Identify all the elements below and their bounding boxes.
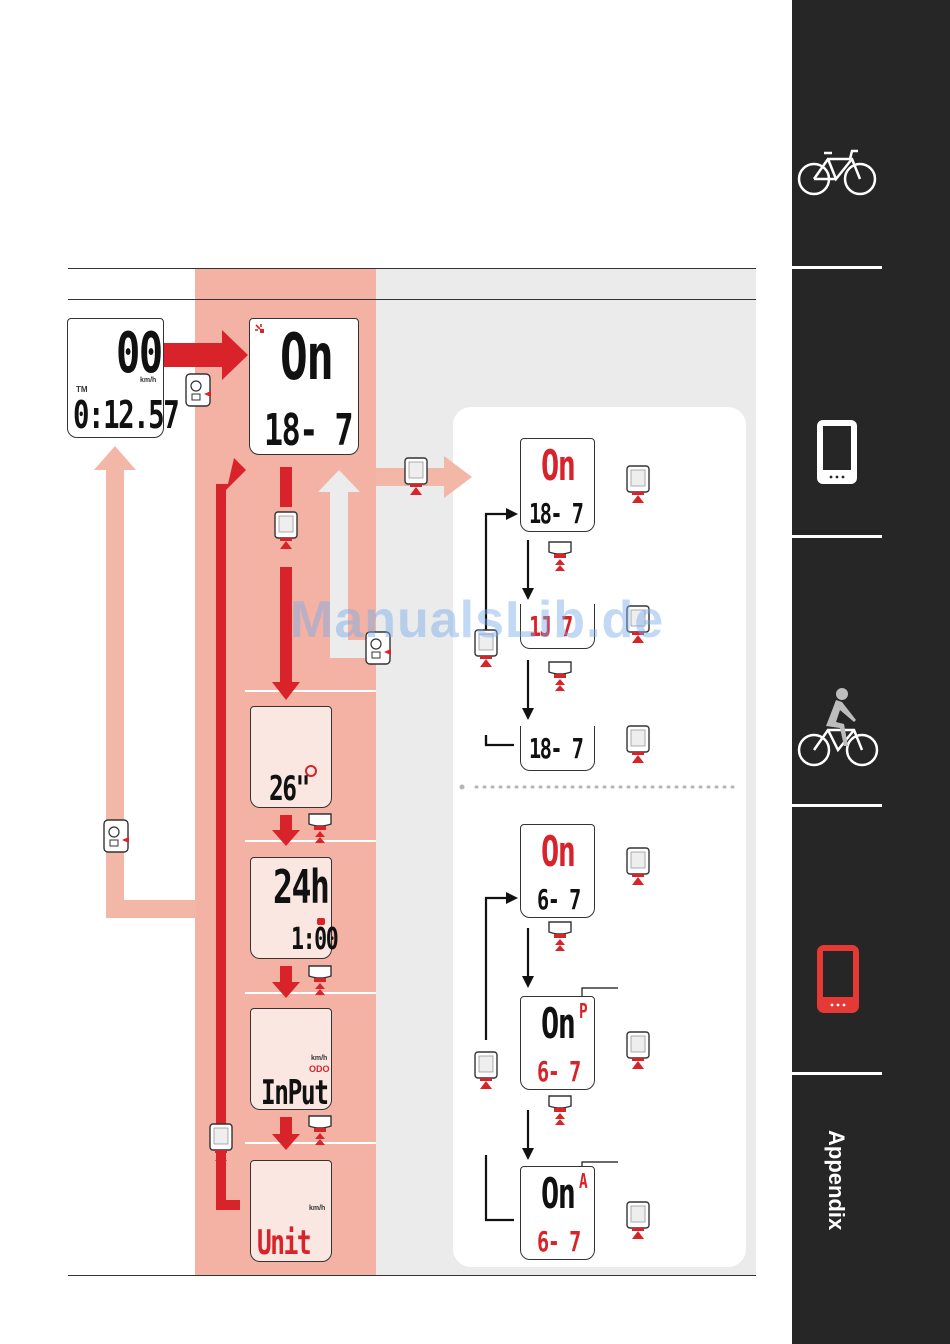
button-press-icon: [546, 660, 574, 700]
speed-unit: km/h: [140, 377, 156, 384]
main-speed-display: 00 km/h TM 0:12.57: [67, 318, 164, 438]
red-computer-unit-icon: [815, 943, 861, 1017]
button-press-icon: [402, 456, 430, 496]
button-press-icon: [306, 1114, 334, 1154]
arrow-step: [272, 966, 300, 998]
flow-arrows: [0, 0, 792, 1344]
seq-bottom-2-on: On: [541, 999, 575, 1048]
wheel-size-display: 26": [250, 706, 332, 808]
seq-bottom-display-2: On P 6- 7: [520, 996, 595, 1090]
button-press-icon: [306, 964, 334, 1004]
button-press-icon: [624, 1030, 652, 1070]
button-press-icon: [272, 510, 300, 550]
button-press-icon: [624, 1200, 652, 1240]
sidebar-divider: [792, 804, 882, 807]
seq-bottom-3-suffix: A: [579, 1169, 586, 1193]
seq-bottom-2-date: 6- 7: [537, 1055, 580, 1088]
button-press-icon: [624, 846, 652, 886]
computer-unit-icon: [815, 418, 859, 488]
appendix-tab-label: Appendix: [796, 1120, 876, 1240]
seq-bottom-1-date: 6- 7: [537, 883, 580, 916]
unit-display: km/h Unit: [250, 1160, 332, 1262]
clock-on-text: On: [280, 321, 333, 395]
odo-input-text: InPut: [261, 1073, 327, 1113]
arrow-return-to-clock: [216, 458, 246, 1210]
seq-top-display-3: 18- 7: [520, 726, 595, 771]
mode-button-icon: [184, 372, 212, 412]
unit-text: Unit: [257, 1223, 310, 1263]
button-press-icon: [546, 920, 574, 960]
trip-time: 0:12.57: [73, 393, 178, 437]
button-press-icon: [624, 464, 652, 504]
seq-top-1-on: On: [541, 441, 575, 490]
seq-bottom-3-on: On: [541, 1169, 575, 1218]
flash-icon: [254, 323, 268, 337]
seq-top-1-date: 18- 7: [529, 497, 582, 530]
clock-mode-display: 24h 1:00: [250, 857, 332, 959]
unit-km-h: km/h: [309, 1205, 325, 1212]
road-bike-icon: [796, 145, 878, 197]
sidebar-divider: [792, 535, 882, 538]
button-press-icon: [472, 1050, 500, 1090]
button-press-icon: [306, 812, 334, 852]
button-press-icon: [207, 1122, 235, 1162]
arrow-step: [272, 1117, 300, 1150]
button-press-icon: [546, 1094, 574, 1134]
seq-bottom-display-1: On 6- 7: [520, 824, 595, 918]
clock-date-text: 18- 7: [264, 405, 352, 456]
seq-bottom-3-date: 6- 7: [537, 1225, 580, 1258]
seq-top-display-1: On 18- 7: [520, 438, 595, 532]
sidebar-divider: [792, 266, 882, 269]
button-press-icon: [546, 540, 574, 580]
seq-top-3-date: 18- 7: [529, 732, 582, 765]
clock-time-value: 1:00: [291, 922, 337, 957]
wheel-size-value: 26": [269, 769, 309, 809]
rider-bike-icon: [796, 686, 880, 770]
watermark-text: ManualsLib.de: [290, 590, 664, 650]
odo-input-display: km/h ODO InPut: [250, 1008, 332, 1110]
clock-mode-value: 24h: [273, 860, 329, 914]
sidebar-divider: [792, 1072, 882, 1075]
seq-bottom-display-3: On A 6- 7: [520, 1166, 595, 1260]
arrow-step: [272, 815, 300, 846]
odo-unit: km/h: [311, 1055, 327, 1062]
mode-button-icon: [102, 818, 130, 858]
seq-bottom-1-on: On: [541, 827, 575, 876]
button-press-icon: [624, 724, 652, 764]
seq-bottom-2-suffix: P: [579, 999, 586, 1023]
clock-setting-display: On 18- 7: [249, 318, 359, 455]
